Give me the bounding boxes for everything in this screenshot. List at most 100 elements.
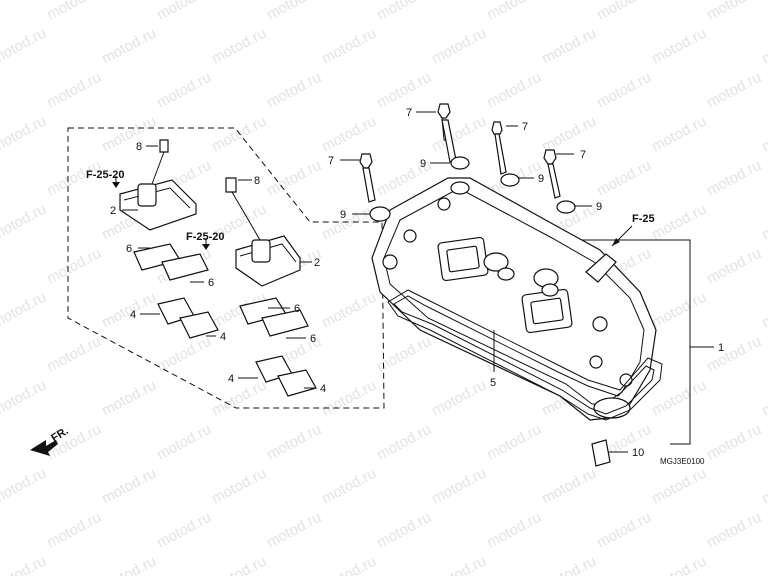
callout-2: 2 xyxy=(110,205,116,217)
watermark-text: motod.ru xyxy=(429,25,489,68)
bolt-group xyxy=(359,103,576,222)
watermark-text: motod.ru xyxy=(0,553,49,576)
callout-8: 8 xyxy=(136,141,142,153)
watermark-text: motod.ru xyxy=(649,553,709,576)
callout-6: 6 xyxy=(310,333,316,345)
watermark-text: motod.ru xyxy=(0,377,49,420)
watermark-text: motod.ru xyxy=(264,157,324,200)
callout-7: 7 xyxy=(522,121,528,133)
callout-6: 6 xyxy=(126,243,132,255)
watermark-text: motod.ru xyxy=(0,113,49,156)
watermark-text: motod.ru xyxy=(44,509,104,552)
front-direction-arrow xyxy=(30,440,58,456)
watermark-text: motod.ru xyxy=(759,553,768,576)
watermark-text: motod.ru xyxy=(154,509,214,552)
watermark-text: motod.ru xyxy=(484,69,544,112)
callout-7: 7 xyxy=(406,107,412,119)
watermark-text: motod.ru xyxy=(704,333,764,376)
watermark-text: motod.ru xyxy=(0,289,49,332)
watermark-text: motod.ru xyxy=(759,25,768,68)
ref-right: F-25 xyxy=(632,213,655,225)
watermark-text: motod.ru xyxy=(0,201,49,244)
watermark-text: motod.ru xyxy=(704,509,764,552)
watermark-text: motod.ru xyxy=(44,245,104,288)
callout-4: 4 xyxy=(130,309,136,321)
watermark-text: motod.ru xyxy=(99,465,159,508)
callout-4: 4 xyxy=(228,373,234,385)
watermark-text: motod.ru xyxy=(319,25,379,68)
watermark-text: motod.ru xyxy=(429,465,489,508)
watermark-text: motod.ru xyxy=(99,113,159,156)
watermark-text: motod.ru xyxy=(374,421,434,464)
callout-4: 4 xyxy=(220,331,226,343)
watermark-text: motod.ru xyxy=(539,113,599,156)
ref-mid: F-25-20 xyxy=(186,231,225,243)
watermark-text: motod.ru xyxy=(154,69,214,112)
diagram-code: MGJ3E0100 xyxy=(660,457,705,466)
callout-9: 9 xyxy=(420,158,426,170)
callout-8: 8 xyxy=(254,175,260,187)
watermark-text: motod.ru xyxy=(209,25,269,68)
watermark-text: motod.ru xyxy=(539,25,599,68)
watermark-text: motod.ru xyxy=(154,333,214,376)
watermark-text: motod.ru xyxy=(209,465,269,508)
reed-valve-housing-mid xyxy=(225,177,301,287)
watermark-text: motod.ru xyxy=(44,0,104,24)
reed-valve-housing-left xyxy=(119,139,197,231)
watermark-text: motod.ru xyxy=(374,0,434,24)
watermark-text: motod.ru xyxy=(484,0,544,24)
watermark-text: motod.ru xyxy=(704,69,764,112)
watermark-text: motod.ru xyxy=(429,377,489,420)
watermark-text: motod.ru xyxy=(704,421,764,464)
leader-lines xyxy=(112,111,633,453)
watermark-text: motod.ru xyxy=(649,201,709,244)
watermark-text: motod.ru xyxy=(759,289,768,332)
watermark-text: motod.ru xyxy=(0,25,49,68)
watermark-text: motod.ru xyxy=(264,69,324,112)
watermark-text: motod.ru xyxy=(594,69,654,112)
watermark-text: motod.ru xyxy=(154,0,214,24)
watermark-text: motod.ru xyxy=(649,377,709,420)
watermark-text: motod.ru xyxy=(264,0,324,24)
watermark-text: motod.ru xyxy=(44,333,104,376)
watermark-text: motod.ru xyxy=(429,113,489,156)
watermark-text: motod.ru xyxy=(319,377,379,420)
watermark-text: motod.ru xyxy=(209,113,269,156)
callout-5: 5 xyxy=(490,377,496,389)
watermark-text: motod.ru xyxy=(99,553,159,576)
callout-7: 7 xyxy=(580,149,586,161)
watermark-text: motod.ru xyxy=(484,509,544,552)
cylinder-head-cover xyxy=(371,177,657,421)
watermark-text: motod.ru xyxy=(319,113,379,156)
watermark-text: motod.ru xyxy=(759,113,768,156)
watermark-text: motod.ru xyxy=(759,465,768,508)
watermark-text: motod.ru xyxy=(374,69,434,112)
watermark-text: motod.ru xyxy=(649,465,709,508)
callout-9: 9 xyxy=(340,209,346,221)
watermark-text: motod.ru xyxy=(539,553,599,576)
watermark-text: motod.ru xyxy=(594,157,654,200)
watermark-text: motod.ru xyxy=(759,201,768,244)
cover-group-bracket xyxy=(580,239,691,445)
watermark-text: motod.ru xyxy=(44,69,104,112)
watermark-text: motod.ru xyxy=(539,465,599,508)
watermark-text: motod.ru xyxy=(0,465,49,508)
watermark-text: motod.ru xyxy=(704,157,764,200)
watermark-text: motod.ru xyxy=(649,113,709,156)
callout-numbers: 7 7 7 7 9 9 9 9 8 8 2 2 6 6 6 6 4 4 4 4 … xyxy=(110,107,724,459)
watermark-text: motod.ru xyxy=(374,509,434,552)
grommet-10 xyxy=(591,439,611,467)
watermark-text: motod.ru xyxy=(99,25,159,68)
watermark-text: motod.ru xyxy=(319,465,379,508)
callout-6: 6 xyxy=(208,277,214,289)
callout-9: 9 xyxy=(596,201,602,213)
watermark-text: motod.ru xyxy=(649,25,709,68)
watermark-text: motod.ru xyxy=(649,289,709,332)
watermark-text: motod.ru xyxy=(429,553,489,576)
ref-left: F-25-20 xyxy=(86,169,125,181)
watermark-text: motod.ru xyxy=(264,509,324,552)
watermark-text: motod.ru xyxy=(759,377,768,420)
callout-10: 10 xyxy=(632,447,644,459)
watermark-text: motod.ru xyxy=(319,553,379,576)
